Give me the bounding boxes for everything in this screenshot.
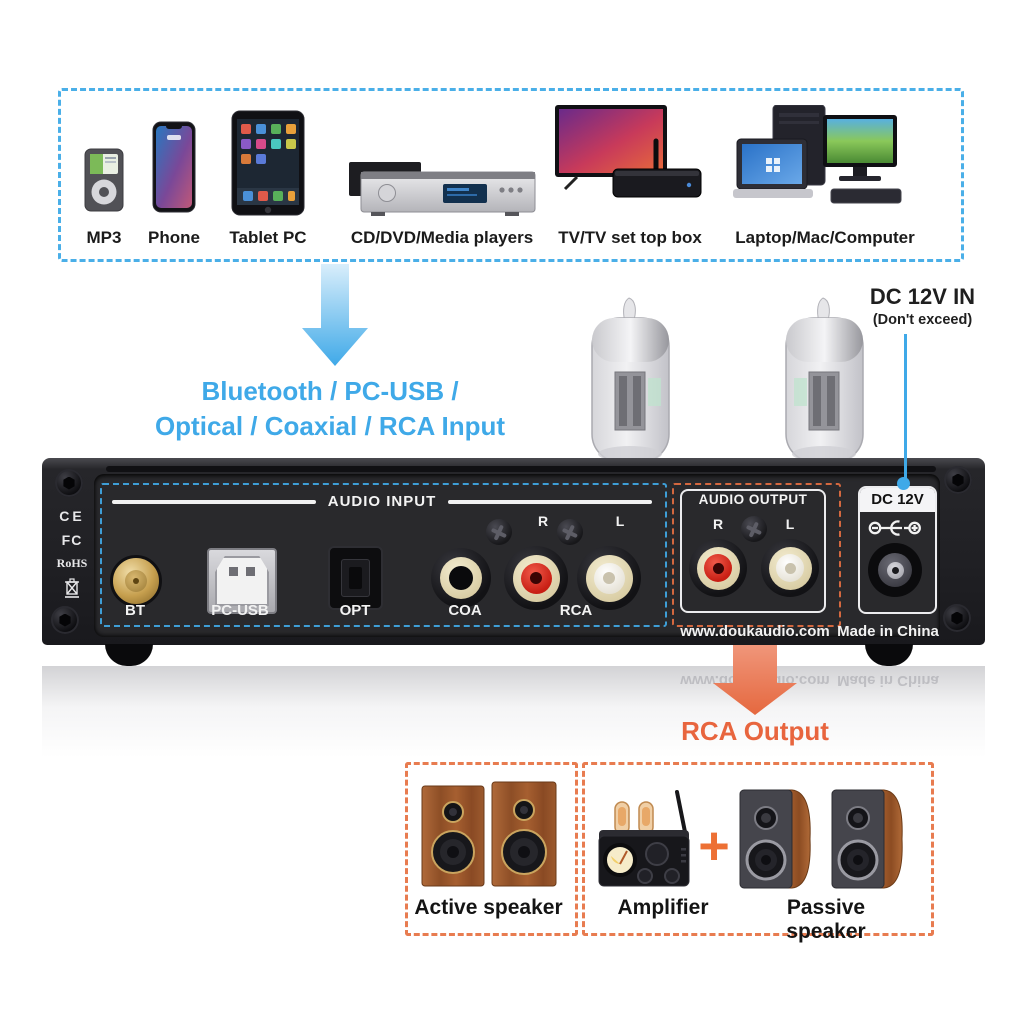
phillips-screw [486, 519, 512, 545]
computer-set-icon [733, 105, 902, 204]
rca-output-left-jack [761, 539, 819, 597]
cd-player-icon [349, 162, 536, 216]
rca-output-right-jack [689, 539, 747, 597]
divider-line [448, 499, 652, 504]
rubber-foot [865, 644, 913, 666]
dc-note-title: DC 12V IN [869, 284, 976, 309]
amplifier-label: Amplifier [617, 896, 709, 919]
output-right-label: R [712, 516, 724, 532]
hex-screw [944, 466, 972, 494]
port-label-rca: RCA [559, 602, 593, 619]
input-heading-line2: Optical / Coaxial / RCA Input [154, 411, 506, 441]
input-right-label: R [537, 513, 549, 529]
hex-screw [55, 469, 83, 497]
coaxial-jack [431, 548, 491, 608]
passive-speaker-label: Passive speaker [786, 896, 866, 943]
audio-output-frame [680, 489, 826, 613]
tablet-icon [231, 110, 305, 216]
polarity-icon [868, 520, 921, 536]
input-left-label: L [615, 513, 625, 529]
dc-pointer-dot [897, 477, 910, 490]
table-reflection [42, 666, 985, 758]
weee-bin-icon [65, 578, 79, 598]
fcc-mark: FC [61, 532, 83, 548]
input-heading-line1: Bluetooth / PC-USB / [201, 376, 459, 406]
vacuum-tube-icon [591, 297, 670, 463]
phillips-screw [557, 519, 583, 545]
port-label-bt: BT [125, 602, 145, 619]
vacuum-tube-icon [785, 297, 864, 463]
amplifier-passive-box [582, 762, 934, 936]
dc-power-note: DC 12V IN (Don't exceed) [845, 284, 1000, 328]
active-speaker-label: Active speaker [414, 896, 563, 919]
source-label-tv: TV/TV set top box [558, 228, 702, 247]
made-in-text: Made in China [837, 623, 939, 640]
output-left-label: L [785, 516, 795, 532]
smartphone-icon [152, 121, 196, 213]
dc-barrel-jack [868, 543, 922, 597]
dc-note-subtitle: (Don't exceed) [872, 312, 973, 328]
down-arrow-icon [302, 264, 368, 366]
mp3-player-icon [84, 148, 124, 212]
source-label-cd: CD/DVD/Media players [350, 228, 534, 247]
active-speaker-icon [421, 781, 557, 887]
rohs-mark: RoHS [56, 556, 88, 570]
divider-line [112, 499, 316, 504]
source-label-mp3: MP3 [86, 228, 122, 247]
rubber-foot [105, 644, 153, 666]
rca-input-right-jack [504, 546, 568, 610]
active-speaker-box [405, 762, 578, 936]
ce-mark: CE [59, 508, 85, 524]
phillips-screw [741, 516, 767, 542]
port-label-pcusb: PC-USB [211, 602, 269, 619]
audio-input-title: AUDIO INPUT [327, 493, 437, 510]
optical-toslink-port [328, 546, 383, 610]
input-types-heading: Bluetooth / PC-USB / Optical / Coaxial /… [75, 374, 585, 444]
rca-output-heading: RCA Output [681, 716, 829, 746]
hex-screw [943, 604, 971, 632]
passive-speaker-icon [739, 789, 903, 889]
plus-sign: + [698, 816, 730, 876]
dc-label: DC 12V [860, 488, 935, 512]
source-label-phone: Phone [148, 228, 200, 247]
mini-amplifier-icon [598, 790, 690, 887]
hex-screw [51, 606, 79, 634]
dc-pointer-line [904, 334, 907, 480]
rca-input-left-jack [577, 546, 641, 610]
usb-b-port [207, 548, 277, 614]
chassis-groove [106, 466, 936, 472]
source-label-tablet: Tablet PC [229, 228, 307, 247]
audio-output-title: AUDIO OUTPUT [698, 492, 808, 507]
down-arrow-icon [713, 645, 797, 715]
audio-input-header: AUDIO INPUT [112, 493, 652, 510]
bt-antenna-connector [110, 555, 162, 607]
audio-output-section-outline [672, 483, 841, 627]
source-label-computer: Laptop/Mac/Computer [735, 228, 915, 247]
tv-settopbox-icon [555, 105, 702, 198]
input-sources-box [58, 88, 964, 262]
port-label-coa: COA [448, 602, 482, 619]
port-label-opt: OPT [339, 602, 371, 619]
website-text: www.doukaudio.com [680, 623, 830, 640]
reflection-madein-text: Made in China [837, 672, 939, 689]
audio-input-section-outline [100, 483, 667, 627]
